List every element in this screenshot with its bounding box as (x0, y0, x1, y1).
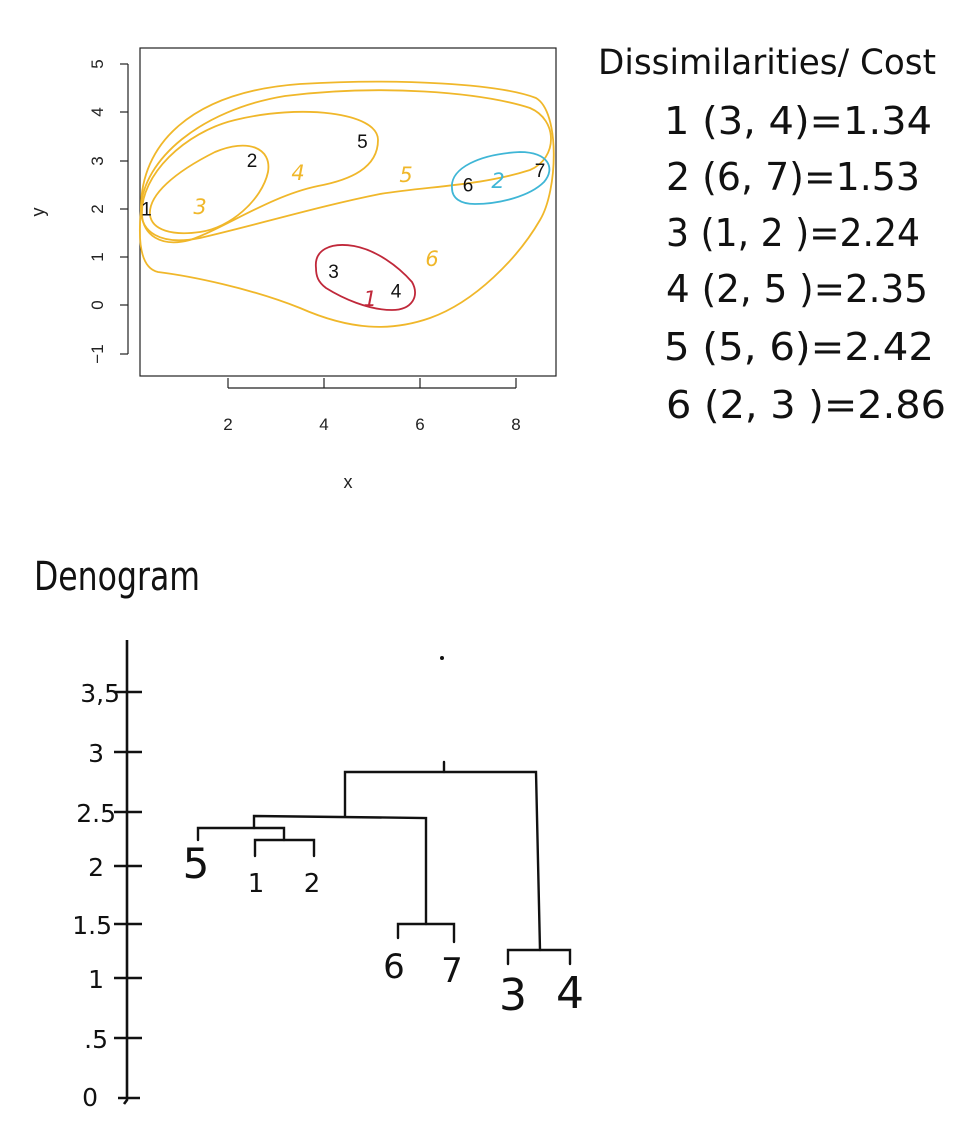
cluster-contour-5 (140, 89, 552, 242)
cluster-contour-6 (138, 80, 555, 328)
y-axis-ticks (120, 63, 128, 355)
y-tick-label: 2 (88, 204, 107, 213)
x-axis-title: x (344, 472, 353, 492)
dissimilarity-row: 4 (2, 5 )=2.35 (666, 267, 928, 311)
leaf-label: 2 (304, 869, 321, 899)
dendrogram-y-ticks (114, 690, 142, 1100)
x-tick-label: 6 (415, 415, 424, 434)
leaf-label: 5 (183, 839, 210, 888)
data-point: 2 (247, 151, 258, 172)
cluster-contour-3 (149, 144, 270, 235)
cluster-contour-2 (451, 151, 551, 205)
dissimilarity-row: 5 (5, 6)=2.42 (664, 325, 934, 369)
dendrogram: Denogram 3,5 3 2.5 2 1.5 1 .5 0 (34, 554, 584, 1112)
link-512-67 (252, 814, 428, 926)
dissimilarity-row: 3 (1, 2 )=2.24 (666, 211, 920, 255)
leaf-label: 4 (556, 968, 584, 1019)
y-tick-label: 0 (88, 300, 107, 309)
data-point: 6 (463, 175, 474, 196)
data-point: 1 (141, 199, 152, 220)
y-tick-label: 5 (88, 59, 107, 68)
dendro-tick-label: 3 (88, 739, 104, 768)
dissimilarity-row: 1 (3, 4)=1.34 (664, 99, 932, 143)
cluster-number: 4 (291, 161, 304, 185)
data-point: 4 (391, 282, 402, 303)
dendrogram-links (196, 760, 572, 966)
y-axis-title: y (28, 208, 48, 217)
data-point: 5 (357, 132, 368, 153)
scatter-plot: 5 4 3 2 1 0 −1 y 2 4 6 8 x (28, 47, 557, 492)
link-5-12 (196, 826, 286, 842)
y-tick-label: −1 (88, 344, 107, 363)
dendro-tick-label: 0 (82, 1083, 98, 1112)
x-tick-label: 2 (223, 415, 232, 434)
scatter-points: 1 2 3 4 5 6 7 (141, 132, 545, 303)
cluster-number: 5 (399, 163, 412, 187)
dendrogram-title: Denogram (34, 554, 200, 600)
x-axis-ticks (227, 378, 517, 388)
leaf-label: 1 (248, 869, 265, 899)
cluster-number: 2 (491, 169, 504, 193)
dissimilarities-list: Dissimilarities/ Cost 1 (3, 4)=1.34 2 (6… (598, 43, 946, 427)
leaf-label: 3 (499, 970, 527, 1021)
x-tick-label: 8 (511, 415, 520, 434)
y-tick-label: 1 (88, 252, 107, 261)
link-1-2 (253, 838, 316, 858)
cluster-contours (138, 80, 555, 328)
dissimilarity-row: 2 (6, 7)=1.53 (666, 155, 920, 199)
dendro-tick-label: 1 (88, 965, 104, 994)
y-tick-label: 3 (88, 156, 107, 165)
dendro-tick-label: .5 (84, 1025, 108, 1054)
cluster-number: 1 (363, 287, 376, 311)
dissimilarity-row: 6 (2, 3 )=2.86 (666, 383, 946, 427)
link-6-7 (396, 922, 456, 944)
x-tick-label: 4 (319, 415, 328, 434)
dendrogram-y-axis (122, 640, 129, 1105)
data-point: 7 (535, 161, 546, 182)
leaf-label: 6 (383, 947, 405, 987)
cluster-number: 3 (193, 195, 206, 219)
link-top (343, 770, 542, 952)
dendro-tick-label: 2 (88, 853, 104, 882)
y-tick-label: 4 (88, 107, 107, 116)
leaf-label: 7 (441, 951, 463, 991)
dendro-tick-label: 1.5 (72, 911, 112, 940)
cluster-contour-1 (315, 244, 416, 311)
dendro-tick-label: 2.5 (76, 799, 116, 828)
dendro-tick-label: 3,5 (80, 679, 120, 708)
cluster-number: 6 (425, 247, 438, 271)
link-3-4 (506, 948, 572, 966)
data-point: 3 (328, 262, 339, 283)
stray-dot (440, 656, 444, 660)
dissimilarities-title: Dissimilarities/ Cost (598, 43, 936, 83)
